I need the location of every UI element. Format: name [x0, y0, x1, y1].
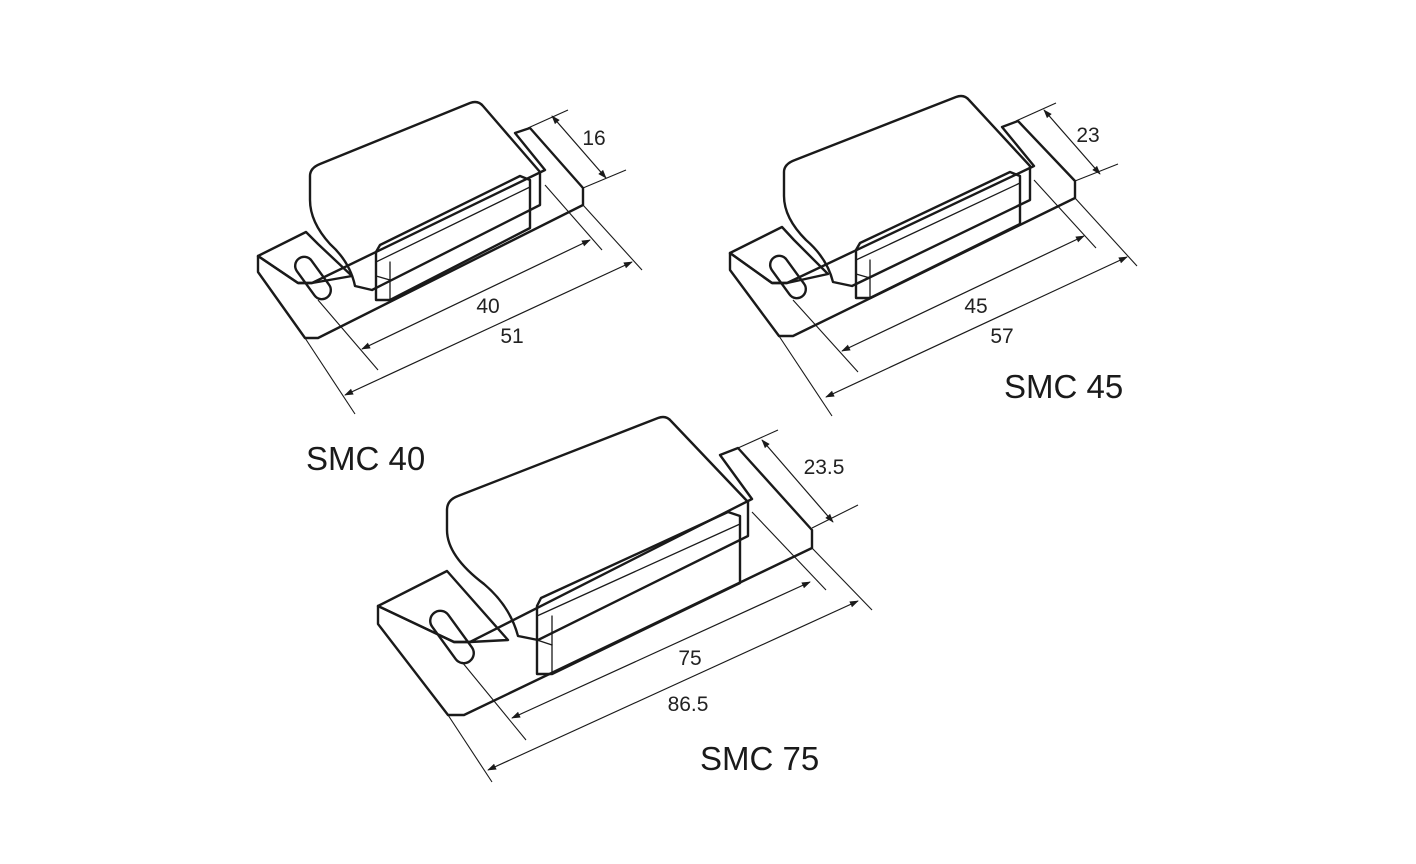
dim-width-smc-45: 23	[1076, 124, 1099, 147]
housing-smc-40	[308, 100, 542, 292]
base-plate-smc-75	[376, 446, 814, 717]
dim-width-smc-75: 23.5	[804, 456, 845, 479]
dim-inner-length-smc-40: 40	[476, 295, 499, 318]
mounting-slot-smc-40	[293, 255, 333, 301]
catch-smc-40: 40 51 16 SMC 40	[256, 100, 643, 477]
dim-inner-length-smc-75: 75	[678, 647, 701, 670]
dim-overall-length-smc-40: 51	[500, 325, 523, 348]
dim-line-inner-smc-75	[511, 581, 811, 719]
dim-overall-length-smc-45: 57	[990, 325, 1013, 348]
model-label-smc-45: SMC 45	[1004, 368, 1123, 405]
dim-line-overall-smc-75	[487, 600, 859, 771]
dim-width-smc-40: 16	[582, 127, 605, 150]
dim-line-width-smc-40	[551, 115, 607, 179]
dim-line-width-smc-75	[761, 439, 834, 523]
magnet-face-smc-40	[374, 174, 532, 302]
housing-smc-45	[782, 94, 1032, 288]
magnet-face-smc-45	[854, 170, 1022, 300]
mounting-slot-smc-45	[768, 254, 808, 300]
catch-smc-45: 45 57 23 SMC 45	[728, 94, 1138, 417]
mounting-slot-smc-75	[429, 609, 475, 665]
dim-inner-length-smc-45: 45	[964, 295, 987, 318]
housing-smc-75	[445, 415, 750, 642]
dim-line-overall-smc-40	[344, 261, 633, 396]
model-label-smc-75: SMC 75	[700, 740, 819, 777]
dim-line-width-smc-45	[1043, 109, 1101, 175]
dim-line-overall-smc-45	[825, 256, 1128, 398]
base-plate-smc-45	[728, 119, 1077, 338]
catch-smc-75: 75 86.5 23.5 SMC 75	[376, 415, 873, 783]
dim-overall-length-smc-75: 86.5	[668, 693, 709, 716]
model-label-smc-40: SMC 40	[306, 440, 425, 477]
